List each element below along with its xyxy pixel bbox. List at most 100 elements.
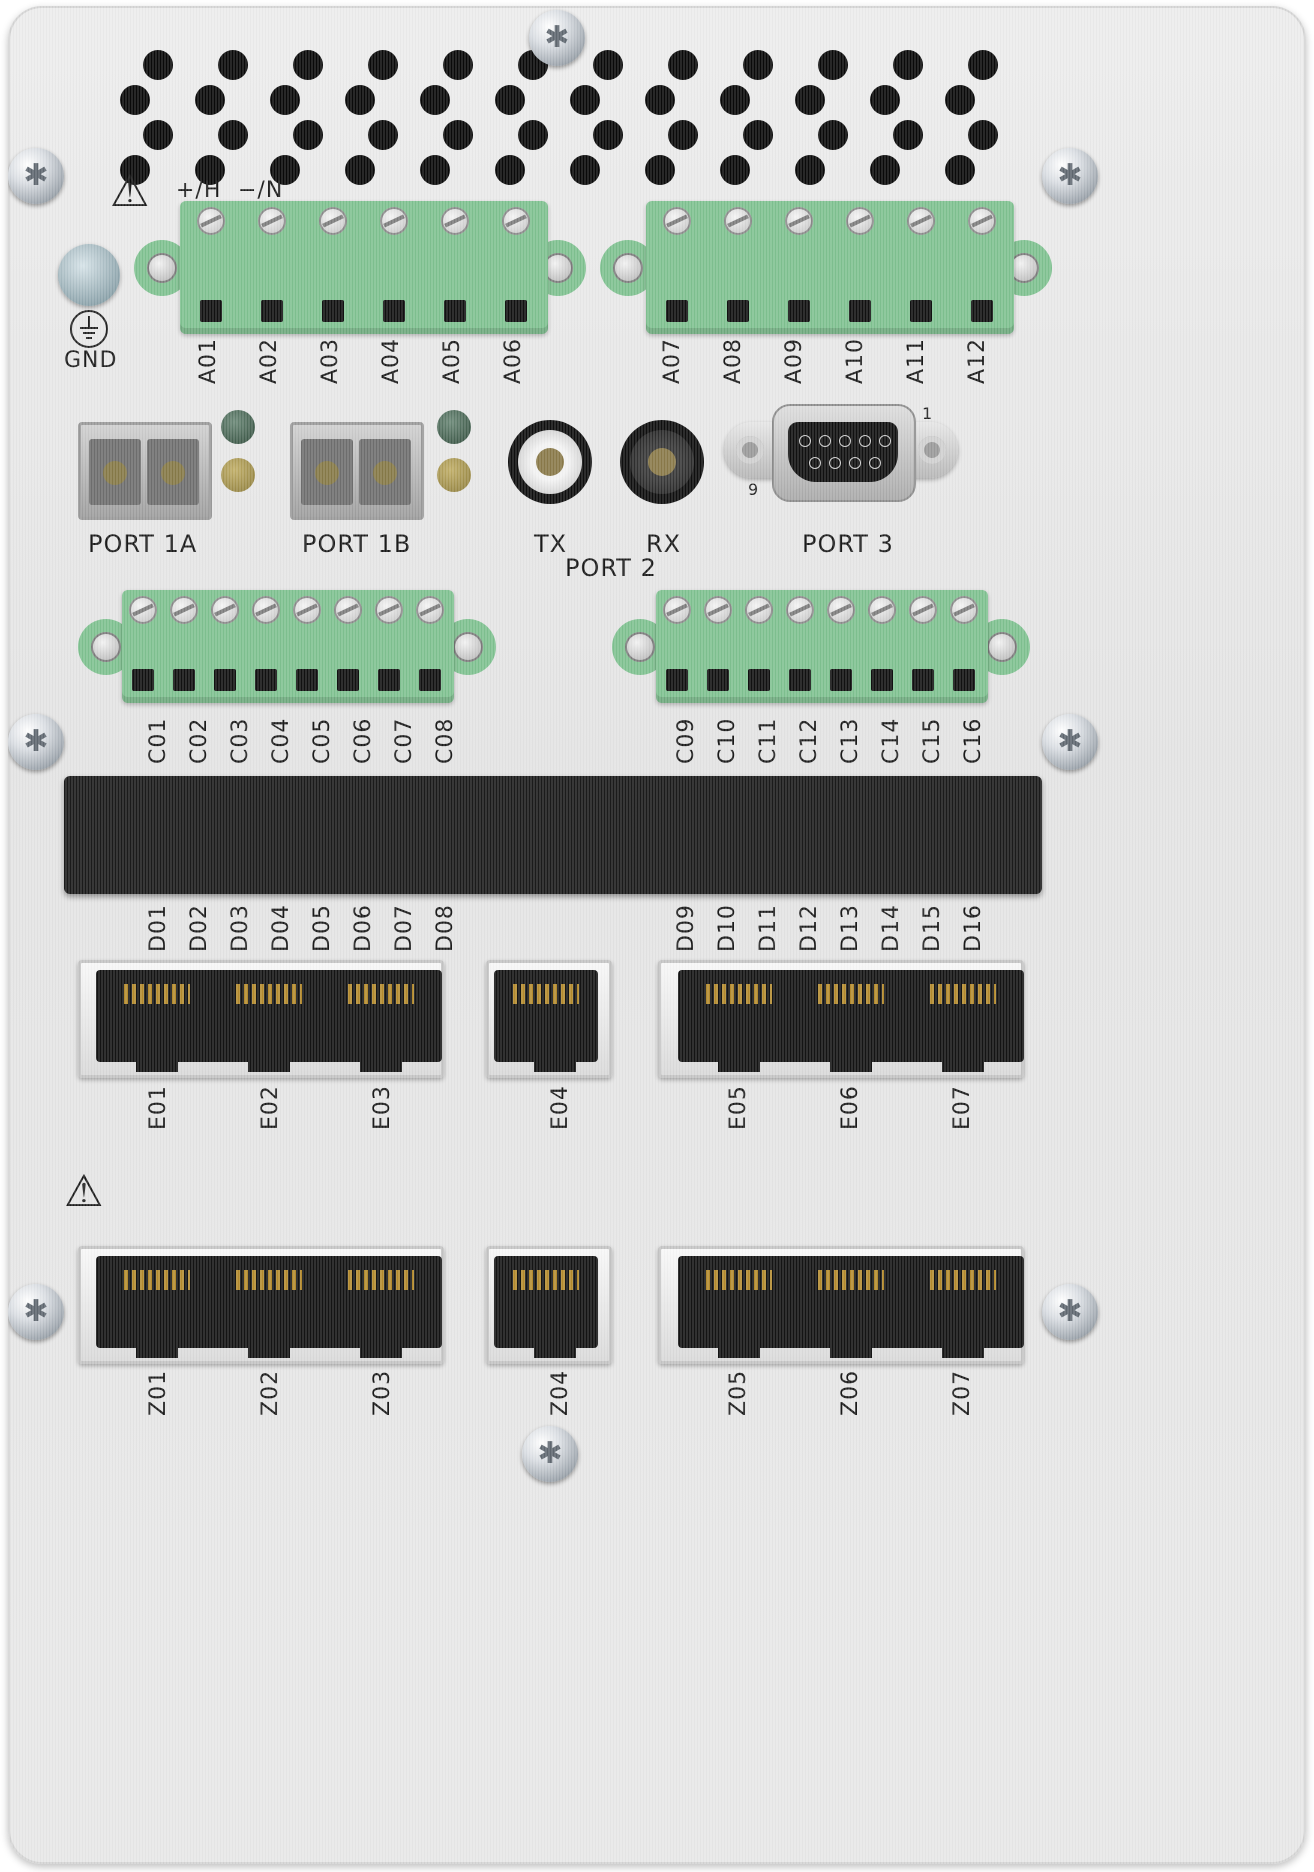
terminal-wire-slot[interactable] (787, 300, 810, 322)
terminal-ear-screw[interactable] (1009, 252, 1039, 283)
rj45-port[interactable] (96, 1256, 218, 1358)
fiber-port-1a[interactable] (78, 422, 212, 520)
terminal-wire-slot[interactable] (911, 669, 934, 691)
terminal-label: A09 (782, 337, 807, 384)
terminal-wire-slot[interactable] (321, 300, 344, 322)
terminal-screw[interactable] (379, 207, 408, 235)
terminal-screw[interactable] (292, 596, 321, 624)
terminal-screw[interactable] (374, 596, 403, 624)
terminal-block-c09-c16[interactable] (612, 590, 1032, 715)
terminal-screw[interactable] (501, 207, 530, 235)
terminal-screw[interactable] (257, 207, 286, 235)
vent-hole (593, 50, 623, 80)
terminal-wire-slot[interactable] (443, 300, 466, 322)
terminal-screw[interactable] (440, 207, 469, 235)
rj45-port[interactable] (790, 1256, 912, 1358)
terminal-wire-slot[interactable] (665, 300, 688, 322)
rj45-port[interactable] (208, 970, 330, 1072)
terminal-wire-slot[interactable] (199, 300, 222, 322)
vent-hole (218, 50, 248, 80)
terminal-ear-screw[interactable] (543, 252, 573, 283)
terminal-screw[interactable] (251, 596, 280, 624)
terminal-screw[interactable] (785, 596, 814, 624)
terminal-screw[interactable] (318, 207, 347, 235)
rj45-port[interactable] (320, 970, 442, 1072)
port-2-rx-connector[interactable] (620, 420, 704, 504)
terminal-screw[interactable] (908, 596, 937, 624)
rj45-port[interactable] (678, 970, 800, 1072)
terminal-cover-d[interactable] (64, 776, 1042, 894)
rj45-port[interactable] (320, 1256, 442, 1358)
rj45-port[interactable] (494, 970, 598, 1072)
vent-hole (368, 120, 398, 150)
terminal-wire-slot[interactable] (952, 669, 975, 691)
terminal-screw[interactable] (949, 596, 978, 624)
terminal-wire-slot[interactable] (418, 669, 441, 691)
terminal-screw[interactable] (744, 596, 773, 624)
rj45-port[interactable] (208, 1256, 330, 1358)
terminal-screw[interactable] (784, 207, 813, 235)
vent-hole (368, 50, 398, 80)
terminal-wire-slot[interactable] (213, 669, 236, 691)
terminal-ear-screw[interactable] (987, 631, 1017, 662)
terminal-wire-slot[interactable] (665, 669, 688, 691)
rj45-port[interactable] (790, 970, 912, 1072)
terminal-wire-slot[interactable] (848, 300, 871, 322)
terminal-wire-slot[interactable] (254, 669, 277, 691)
vent-hole (870, 85, 900, 115)
terminal-screw[interactable] (662, 207, 691, 235)
rj45-port[interactable] (494, 1256, 598, 1358)
terminal-wire-slot[interactable] (747, 669, 770, 691)
terminal-screw[interactable] (826, 596, 855, 624)
rj45-port[interactable] (96, 970, 218, 1072)
terminal-label: D16 (961, 904, 986, 952)
terminal-screw[interactable] (662, 596, 691, 624)
terminal-label: D10 (715, 904, 740, 952)
terminal-block-a07-a12[interactable] (590, 201, 1128, 346)
terminal-ear-screw[interactable] (613, 252, 643, 283)
terminal-screw[interactable] (703, 596, 732, 624)
terminal-wire-slot[interactable] (336, 669, 359, 691)
vent-hole (420, 85, 450, 115)
terminal-label: E01 (146, 1085, 171, 1130)
terminal-ear-screw[interactable] (453, 631, 483, 662)
terminal-screw[interactable] (333, 596, 362, 624)
terminal-screw[interactable] (967, 207, 996, 235)
terminal-wire-slot[interactable] (829, 669, 852, 691)
terminal-label: C02 (187, 717, 212, 764)
terminal-screw[interactable] (723, 207, 752, 235)
terminal-wire-slot[interactable] (172, 669, 195, 691)
terminal-block-c01-c08[interactable] (78, 590, 498, 715)
port-2-tx-connector[interactable] (508, 420, 592, 504)
rj45-port[interactable] (678, 1256, 800, 1358)
terminal-wire-slot[interactable] (788, 669, 811, 691)
terminal-ear-screw[interactable] (625, 631, 655, 662)
fiber-port-1b[interactable] (290, 422, 424, 520)
rj45-port[interactable] (902, 1256, 1024, 1358)
terminal-wire-slot[interactable] (260, 300, 283, 322)
rj45-port[interactable] (902, 970, 1024, 1072)
terminal-wire-slot[interactable] (706, 669, 729, 691)
terminal-wire-slot[interactable] (382, 300, 405, 322)
vent-hole (945, 85, 975, 115)
terminal-wire-slot[interactable] (970, 300, 993, 322)
terminal-wire-slot[interactable] (295, 669, 318, 691)
terminal-wire-slot[interactable] (726, 300, 749, 322)
terminal-wire-slot[interactable] (909, 300, 932, 322)
terminal-screw[interactable] (169, 596, 198, 624)
terminal-screw[interactable] (906, 207, 935, 235)
terminal-wire-slot[interactable] (131, 669, 154, 691)
terminal-screw[interactable] (196, 207, 225, 235)
terminal-screw[interactable] (845, 207, 874, 235)
terminal-wire-slot[interactable] (377, 669, 400, 691)
terminal-screw[interactable] (210, 596, 239, 624)
terminal-screw[interactable] (128, 596, 157, 624)
vent-hole (818, 120, 848, 150)
terminal-screw[interactable] (867, 596, 896, 624)
terminal-block-a01-a06[interactable] (124, 201, 662, 346)
terminal-screw[interactable] (415, 596, 444, 624)
terminal-wire-slot[interactable] (870, 669, 893, 691)
terminal-ear-screw[interactable] (147, 252, 177, 283)
terminal-ear-screw[interactable] (91, 631, 121, 662)
terminal-wire-slot[interactable] (504, 300, 527, 322)
